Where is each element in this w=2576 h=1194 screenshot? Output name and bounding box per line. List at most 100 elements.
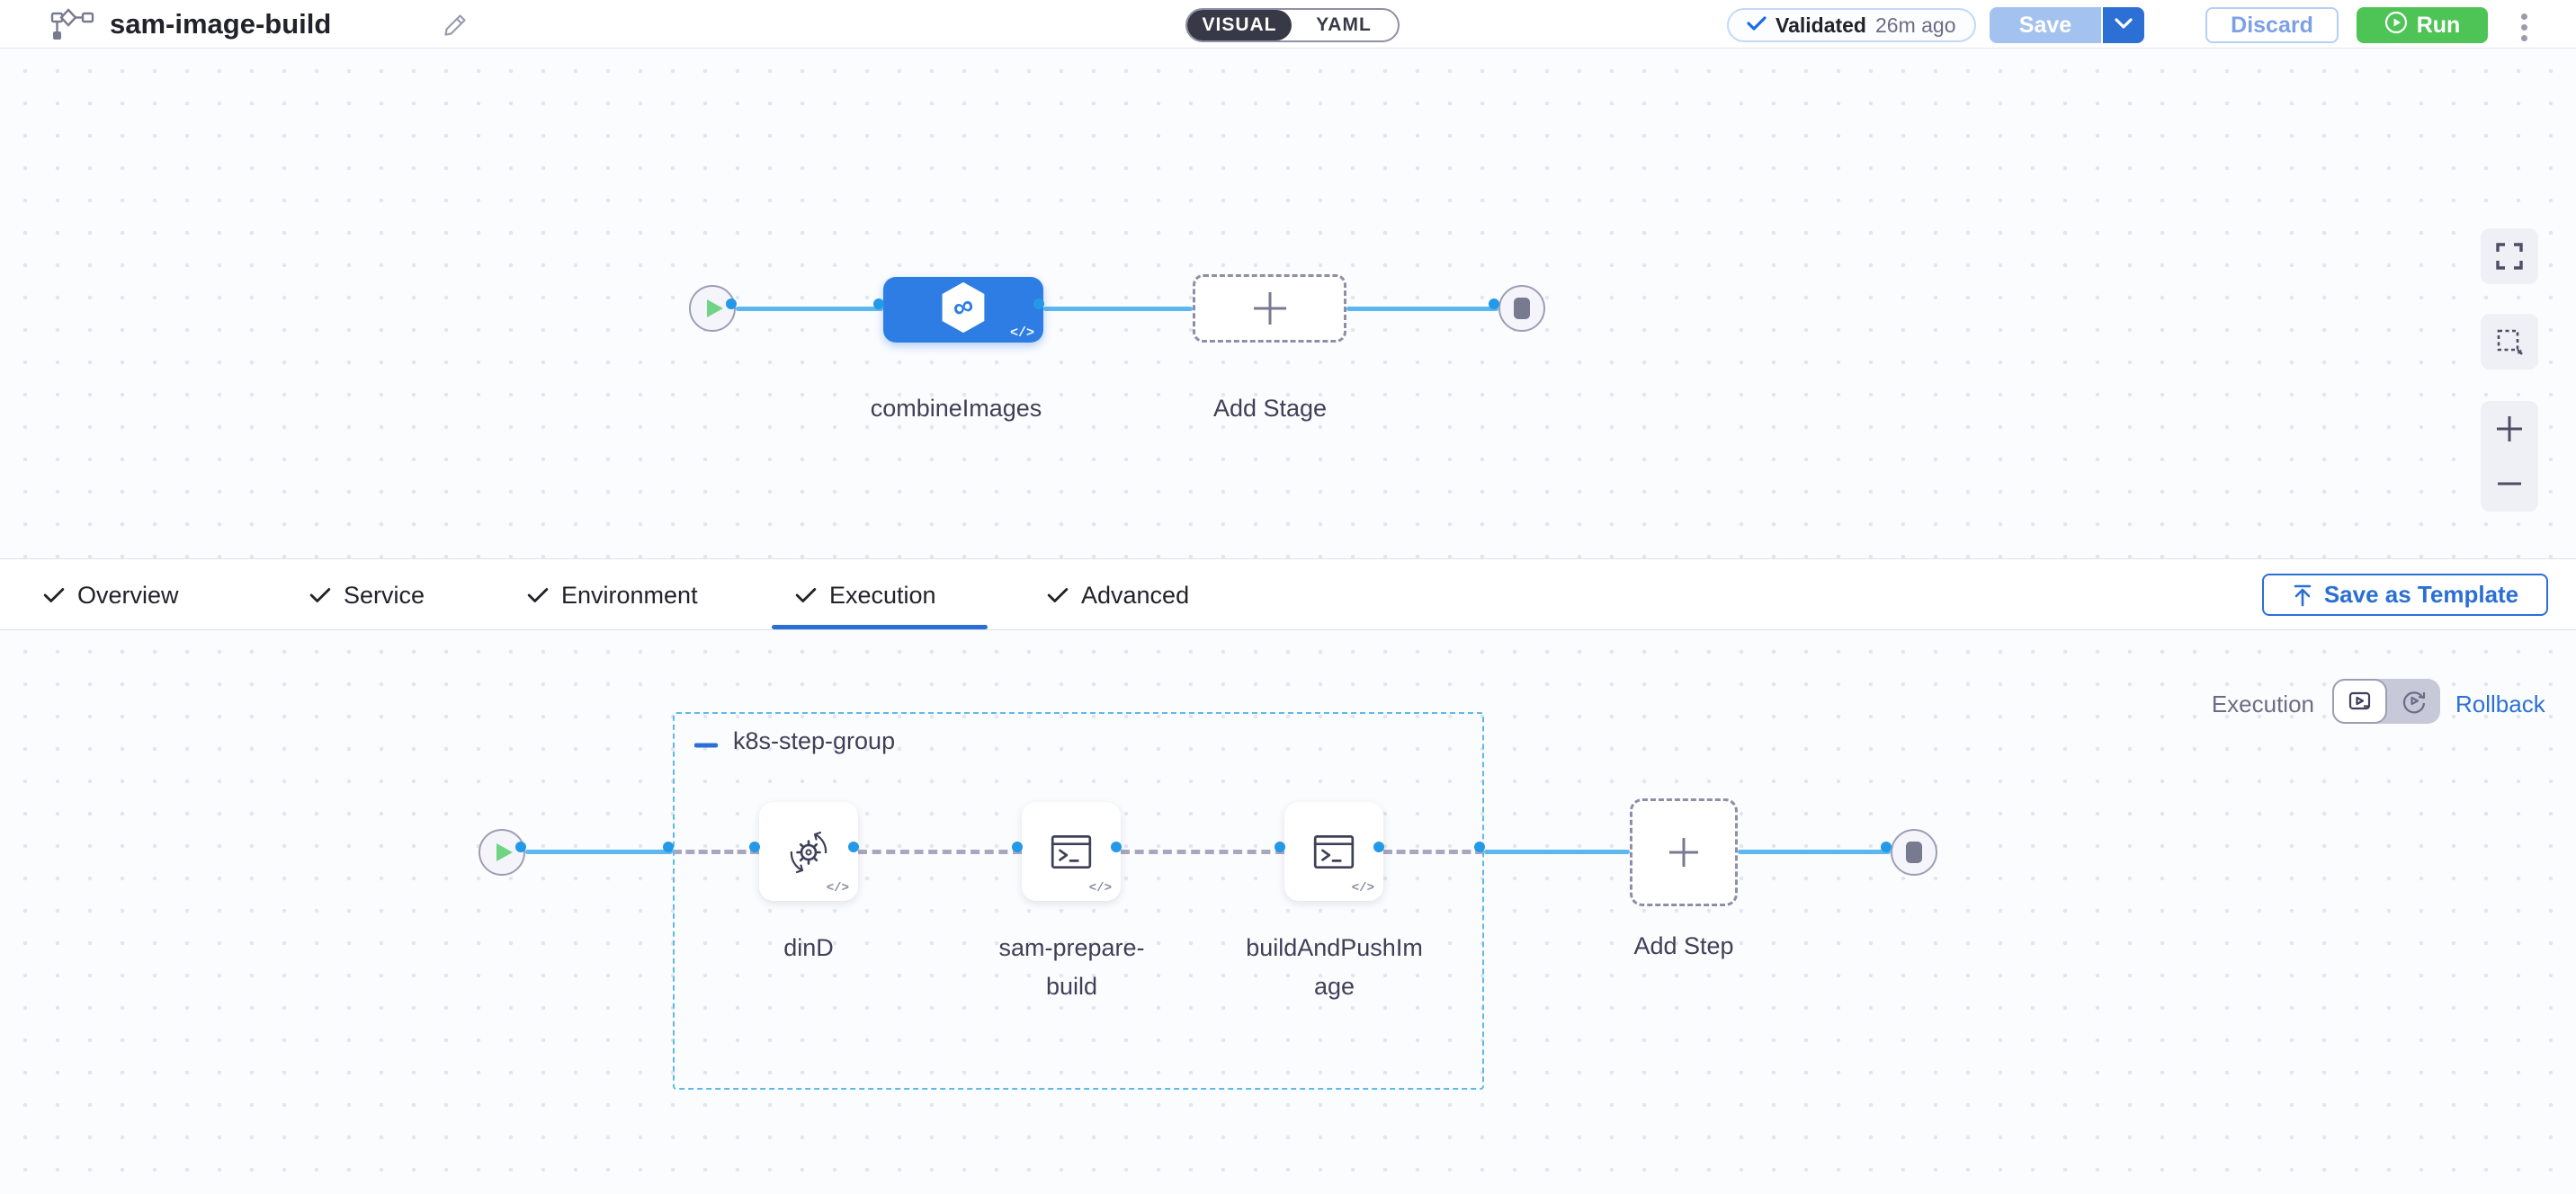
execution-rollback-toggle[interactable] [2332,679,2440,724]
link-port[interactable] [515,842,526,852]
link-port[interactable] [663,842,674,852]
save-as-template-button[interactable]: Save as Template [2262,574,2548,616]
tab-label: Advanced [1081,581,1190,609]
play-icon [706,299,723,317]
step-node-buildandpushimage[interactable]: </> [1284,802,1383,901]
link-port[interactable] [1881,842,1892,852]
collapse-group-icon[interactable] [693,738,719,754]
step-node-sam-prepare-build[interactable]: </> [1022,802,1121,901]
toggle-yaml[interactable]: YAML [1316,14,1372,35]
link-port[interactable] [1033,298,1044,309]
add-stage-button[interactable] [1193,274,1346,343]
marquee-select-icon [2497,329,2523,355]
stage-tabs-bar: Overview Service Environment Execution A… [0,560,2576,630]
upload-icon [2294,584,2312,606]
link-port[interactable] [1111,842,1122,852]
step-label-buildandpushimage[interactable]: buildAndPushImage [1246,934,1423,1000]
check-icon [309,588,331,602]
pipeline-icon [50,8,95,47]
link-port[interactable] [1474,842,1485,852]
check-icon [1047,588,1069,602]
stop-icon [1514,298,1530,319]
execution-start-node[interactable] [479,829,525,876]
tab-service[interactable]: Service [309,560,425,630]
tab-execution[interactable]: Execution [795,560,936,630]
execution-mode-option[interactable] [2332,679,2387,724]
toggle-visual[interactable]: VISUAL [1187,10,1292,40]
add-step-button[interactable] [1630,798,1738,906]
connector-line [736,307,883,311]
ci-stage-hexagon-icon: ∞ [937,280,989,340]
execution-end-node[interactable] [1891,829,1937,876]
terminal-icon [1051,835,1092,869]
execution-toggle-label: Execution [2211,691,2314,717]
chevron-down-icon [2115,18,2133,32]
step-group-name[interactable]: k8s-step-group [733,727,896,754]
stage-canvas[interactable]: ∞ </> combineImages Add Stage [0,49,2576,559]
yaml-code-icon: </> [1009,325,1034,341]
fullscreen-icon [2496,243,2523,270]
fullscreen-button[interactable] [2481,228,2538,284]
zoom-in-button[interactable] [2481,401,2538,457]
save-button[interactable]: Save [1990,7,2101,43]
stage-node-combineimages[interactable]: ∞ </> [883,277,1043,343]
save-as-template-label: Save as Template [2323,581,2519,608]
yaml-code-icon: </> [826,881,849,896]
connector-line [1738,850,1891,854]
step-node-dind[interactable]: </> [759,802,858,901]
pipeline-end-node[interactable] [1498,285,1545,332]
execution-canvas[interactable]: Execution Rollback [0,630,2576,1194]
link-port[interactable] [848,842,859,852]
step-label-dind[interactable]: dinD [783,934,834,961]
validation-time: 26m ago [1874,13,1956,37]
step-label-sam-prepare-build[interactable]: sam-prepare-build [998,934,1145,1000]
connector-line [1484,850,1630,854]
pipeline-start-node[interactable] [689,285,736,332]
gear-sync-icon [790,831,827,874]
terminal-icon [1313,835,1355,869]
minus-icon [2498,482,2521,486]
zoom-out-button[interactable] [2481,457,2538,512]
dashed-connector [673,850,759,854]
dashed-connector [1383,850,1484,854]
tab-environment[interactable]: Environment [527,560,698,630]
link-port[interactable] [873,298,884,309]
rollback-link[interactable]: Rollback [2455,691,2545,717]
link-port[interactable] [1012,842,1023,852]
link-port[interactable] [1489,298,1499,309]
run-button-label: Run [2416,12,2461,38]
edit-pencil-icon[interactable] [443,13,468,42]
discard-button[interactable]: Discard [2205,7,2339,43]
tab-advanced[interactable]: Advanced [1047,560,1189,630]
save-options-button[interactable] [2103,7,2144,43]
add-step-label[interactable]: Add Step [1633,932,1734,959]
link-port[interactable] [749,842,760,852]
link-port[interactable] [1275,842,1285,852]
yaml-code-icon: </> [1088,881,1112,896]
save-split-button: Save [1990,7,2144,43]
active-tab-indicator [772,625,988,629]
validation-badge[interactable]: Validated 26m ago [1727,8,1976,42]
link-port[interactable] [726,298,737,309]
more-options-menu[interactable] [2515,9,2533,45]
plus-icon [2497,415,2522,441]
tab-label: Execution [829,581,936,609]
yaml-code-icon: </> [1351,881,1374,896]
connector-line [525,850,673,854]
execution-play-icon [2348,691,2370,710]
header-bar: sam-image-build VISUAL YAML Validated 26… [0,0,2576,49]
check-icon [1747,15,1767,36]
step-group-k8s[interactable] [673,712,1484,1090]
tab-overview[interactable]: Overview [43,560,179,630]
visual-yaml-toggle: VISUAL YAML [1185,8,1400,42]
connector-line [1043,307,1193,311]
run-button[interactable]: Run [2357,7,2488,43]
play-icon [496,843,513,861]
plus-icon [1669,838,1698,867]
dashed-connector [858,850,1022,854]
add-stage-label[interactable]: Add Stage [1212,395,1328,422]
multi-select-button[interactable] [2481,314,2538,370]
rollback-mode-option[interactable] [2387,679,2440,724]
link-port[interactable] [1373,842,1384,852]
stage-label[interactable]: combineImages [870,395,1042,422]
